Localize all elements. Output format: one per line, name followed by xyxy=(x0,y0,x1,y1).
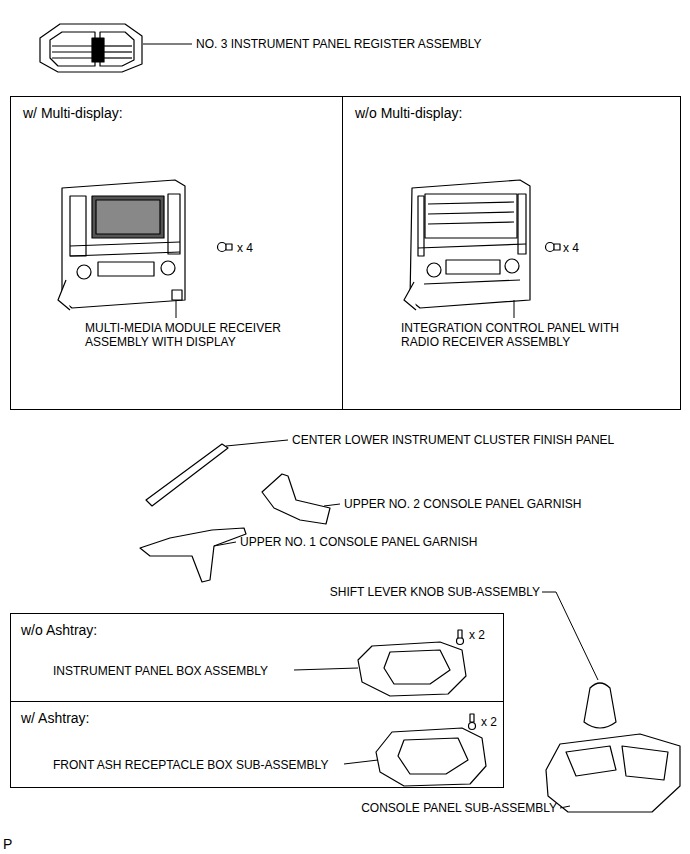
figure-code: P xyxy=(3,836,12,852)
part-name: UPPER NO. 1 CONSOLE PANEL GARNISH xyxy=(240,535,477,549)
variant-panel: w/ Multi-display: x 4 MULTI-MEDIA MODULE R… xyxy=(10,96,343,410)
quantity-label: x 4 xyxy=(563,241,579,255)
part-name: MULTI-MEDIA MODULE RECEIVER ASSEMBLY WIT… xyxy=(85,321,317,349)
quantity-label: x 2 xyxy=(469,628,485,642)
register-drawing xyxy=(40,24,142,72)
bolt-symbol xyxy=(218,243,233,252)
part-name: NO. 3 INSTRUMENT PANEL REGISTER ASSEMBLY xyxy=(196,37,482,51)
radio-unit-drawing xyxy=(404,180,530,310)
leader-line xyxy=(143,44,598,808)
part-name: INTEGRATION CONTROL PANEL WITH RADIO REC… xyxy=(401,321,646,349)
part-name: INSTRUMENT PANEL BOX ASSEMBLY xyxy=(53,664,268,678)
quantity-label: x 4 xyxy=(237,241,253,255)
part-name: SHIFT LEVER KNOB SUB-ASSEMBLY xyxy=(330,585,540,599)
quantity-label: x 2 xyxy=(481,715,497,729)
variant-panel: w/o Ashtray: x 2 INSTRUMENT PANEL BOX ASSE… xyxy=(10,613,504,702)
garnish-drawing xyxy=(262,474,330,524)
part-name: FRONT ASH RECEPTACLE BOX SUB-ASSEMBLY xyxy=(53,758,328,772)
variant-heading: w/o Multi-display: xyxy=(355,105,462,121)
finish-panel-drawing xyxy=(146,444,228,506)
bolt-symbol xyxy=(546,243,561,252)
variant-heading: w/ Ashtray: xyxy=(21,710,89,726)
part-name: UPPER NO. 2 CONSOLE PANEL GARNISH xyxy=(344,497,581,511)
garnish-drawing xyxy=(140,528,246,582)
multi-media-unit-drawing xyxy=(58,180,185,310)
variant-panel: w/o Multi-display: x 4 INTEGRATION CONTROL… xyxy=(342,96,681,410)
variant-heading: w/o Ashtray: xyxy=(21,622,97,638)
shift-knob-drawing xyxy=(584,683,616,728)
part-name: CENTER LOWER INSTRUMENT CLUSTER FINISH P… xyxy=(292,433,614,447)
variant-heading: w/ Multi-display: xyxy=(23,105,123,121)
console-panel-drawing xyxy=(546,734,680,812)
part-name: CONSOLE PANEL SUB-ASSEMBLY xyxy=(361,801,557,815)
ash-box-drawing xyxy=(376,714,486,786)
box-assembly-drawing xyxy=(358,630,466,696)
variant-panel: w/ Ashtray: x 2 FRONT ASH RECEPTACLE BOX S… xyxy=(10,701,504,788)
